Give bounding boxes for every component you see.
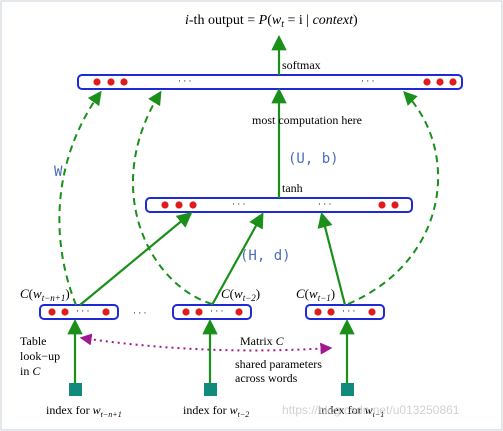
embedding-unit <box>235 308 243 316</box>
most-computation-label: most computation here <box>252 113 362 127</box>
output-title: i-th output = P(wt = i | context) <box>185 13 358 30</box>
embedding-unit <box>368 308 376 316</box>
softmax-unit <box>120 78 128 86</box>
left-skip-connection <box>58 90 102 306</box>
shared-params-line1: shared parameters <box>235 357 322 371</box>
softmax-ellipsis-right: · · · <box>361 76 375 86</box>
matrix-c-label: Matrix C <box>240 334 285 348</box>
embedding-ellipsis: · · · <box>210 306 224 316</box>
embedding-unit <box>102 308 110 316</box>
tanh-unit <box>175 201 183 209</box>
table-lookup-line2: look−up <box>20 349 60 363</box>
softmax-unit <box>449 78 457 86</box>
softmax-unit <box>107 78 115 86</box>
tanh-unit <box>161 201 169 209</box>
embedding-unit <box>182 308 190 316</box>
tanh-ellipsis-left: · · · <box>232 199 246 209</box>
tanh-unit <box>378 201 386 209</box>
tanh-label: tanh <box>282 181 303 195</box>
embedding-unit <box>195 308 203 316</box>
softmax-label: softmax <box>282 58 321 72</box>
right-skip-connection <box>347 90 440 305</box>
tanh-ellipsis-right: · · · <box>318 199 332 209</box>
embedding-ellipsis: · · · <box>342 306 356 316</box>
tanh-layer-bar <box>145 197 413 213</box>
index-box-mid <box>204 383 217 396</box>
index-box-left <box>69 383 82 396</box>
index-right-label: index for wt−1 <box>318 403 384 419</box>
softmax-unit <box>423 78 431 86</box>
table-lookup-line1: Table <box>20 334 46 348</box>
mid-skip-connection <box>132 90 213 305</box>
tanh-unit <box>391 201 399 209</box>
index-mid-label: index for wt−2 <box>183 403 249 419</box>
w-param-label: W <box>54 164 63 180</box>
c-w-right-label: C(wt−1) <box>296 286 335 303</box>
watermark-text: https://blog.csdn.net/u013250861 <box>282 403 460 417</box>
embedding-ellipsis: · · · <box>76 306 90 316</box>
softmax-layer-bar <box>77 74 463 90</box>
hd-param-label: (H, d) <box>240 248 291 264</box>
mid-embedding-to-tanh-arrow <box>211 212 264 306</box>
shared-params-line2: across words <box>235 371 298 385</box>
softmax-unit <box>436 78 444 86</box>
embedding-unit <box>61 308 69 316</box>
left-embedding-to-tanh-arrow <box>79 212 193 306</box>
tanh-unit <box>189 201 197 209</box>
right-embedding-to-tanh-arrow <box>317 212 347 306</box>
embedding-unit <box>48 308 56 316</box>
softmax-unit <box>93 78 101 86</box>
index-left-label: index for wt−n+1 <box>46 403 122 419</box>
shared-matrix-connector <box>79 333 333 355</box>
ub-param-label: (U, b) <box>288 151 339 167</box>
c-w-mid-label: C(wt−2) <box>221 286 260 303</box>
between-bars-ellipsis: · · · <box>133 308 147 318</box>
c-w-left-label: C(wt−n+1) <box>20 286 70 303</box>
softmax-ellipsis-left: · · · <box>178 76 192 86</box>
table-lookup-line3: in C <box>20 364 41 378</box>
embedding-unit <box>314 308 322 316</box>
index-box-right <box>341 383 354 396</box>
embedding-unit <box>327 308 335 316</box>
